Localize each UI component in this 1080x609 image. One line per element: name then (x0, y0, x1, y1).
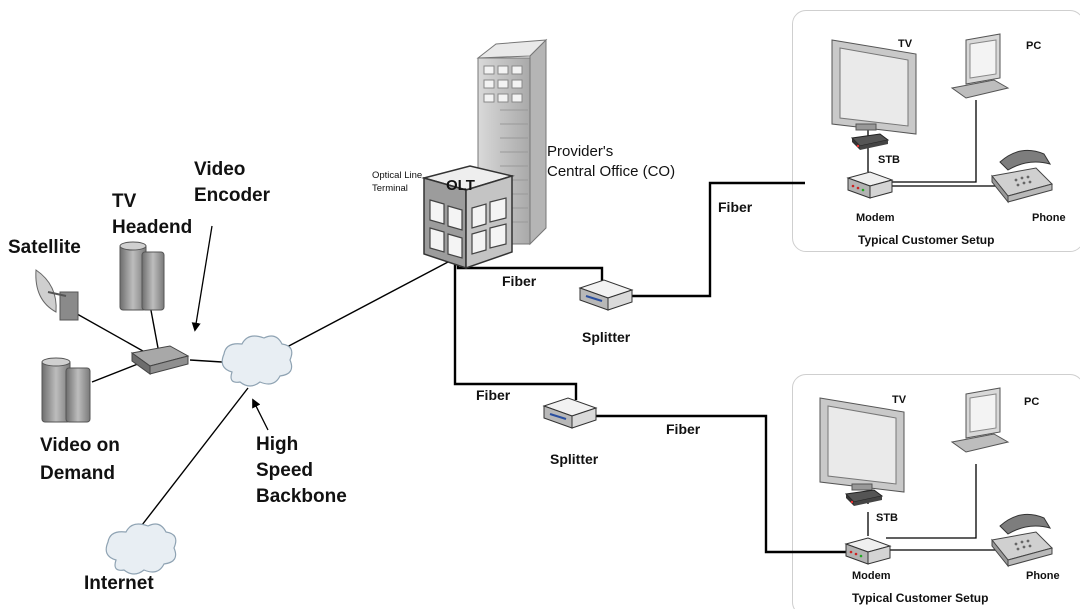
label-vod-line1: Video on (40, 435, 120, 456)
satellite-dish-icon (35, 269, 79, 321)
arrow-backbone (252, 398, 269, 431)
label-backbone-line1: High (256, 434, 299, 455)
customer-bottom-pc-label: PC (1024, 396, 1040, 408)
line-headend-encoder (149, 304, 159, 349)
label-vod-line2: Demand (40, 463, 115, 484)
line-internet-backbone (141, 387, 249, 526)
arrow-encoder (191, 225, 213, 332)
vod-server-icon (41, 357, 91, 423)
label-internet: Internet (84, 573, 154, 594)
customer-bottom-tv-label: TV (892, 394, 907, 406)
line-backbone-olt (284, 261, 449, 349)
label-backbone-line3: Backbone (256, 486, 347, 507)
line-splitter-top-customer (630, 181, 805, 298)
tv-icon (819, 397, 905, 493)
customer-setup-top-devices (831, 33, 1053, 204)
customer-top-phone-label: Phone (1032, 212, 1066, 224)
label-fiber-bottom-customer: Fiber (666, 421, 701, 437)
label-fiber-top-customer: Fiber (718, 199, 753, 215)
pc-icon (950, 387, 1010, 453)
central-office-building-icon (421, 38, 548, 270)
label-video-encoder-line1: Video (194, 159, 246, 180)
backbone-cloud-icon (221, 335, 293, 387)
label-tv-headend-line1: TV (112, 191, 137, 212)
stb-icon (850, 133, 890, 150)
phone-icon (991, 149, 1053, 204)
line-encoder-backbone (189, 359, 223, 363)
label-olt-badge: OLT (446, 177, 475, 194)
video-encoder-icon (130, 345, 190, 375)
customer-top-pc-label: PC (1026, 40, 1042, 52)
customer-bottom-modem-label: Modem (852, 570, 891, 582)
line-olt-splitter-bottom (453, 262, 578, 400)
customer-bottom-caption: Typical Customer Setup (852, 591, 989, 605)
label-splitter-bottom: Splitter (550, 451, 599, 467)
label-provider-line2: Central Office (CO) (547, 163, 676, 180)
modem-icon (846, 171, 894, 199)
tv-icon (831, 39, 917, 135)
customer-top-modem-label: Modem (856, 212, 895, 224)
line-satellite-encoder (69, 309, 151, 356)
customer-bottom-phone-label: Phone (1026, 570, 1060, 582)
label-olt-line2: Terminal (372, 183, 408, 194)
label-backbone-line2: Speed (256, 460, 314, 481)
label-provider-line1: Provider's (547, 143, 614, 160)
internet-cloud-icon (105, 523, 177, 575)
splitter-bottom-icon (542, 397, 598, 429)
customer-bottom-stb-label: STB (876, 512, 898, 524)
tv-headend-server-icon (119, 241, 165, 311)
label-olt-line1: Optical Line (372, 170, 423, 181)
customer-top-stb-label: STB (878, 154, 900, 166)
line-splitter-bottom-customer (596, 414, 848, 554)
customer-setup-bottom-devices (819, 387, 1053, 568)
label-fiber-olt-top: Fiber (502, 273, 537, 289)
phone-icon (991, 513, 1053, 568)
label-fiber-olt-bottom: Fiber (476, 387, 511, 403)
label-splitter-top: Splitter (582, 329, 631, 345)
label-satellite: Satellite (8, 237, 81, 258)
modem-icon (844, 537, 892, 565)
splitter-top-icon (578, 279, 634, 311)
label-tv-headend-line2: Headend (112, 217, 193, 238)
stb-icon (844, 489, 884, 506)
pc-icon (950, 33, 1010, 99)
label-video-encoder-line2: Encoder (194, 185, 271, 206)
customer-top-tv-label: TV (898, 38, 913, 50)
customer-top-caption: Typical Customer Setup (858, 233, 995, 247)
